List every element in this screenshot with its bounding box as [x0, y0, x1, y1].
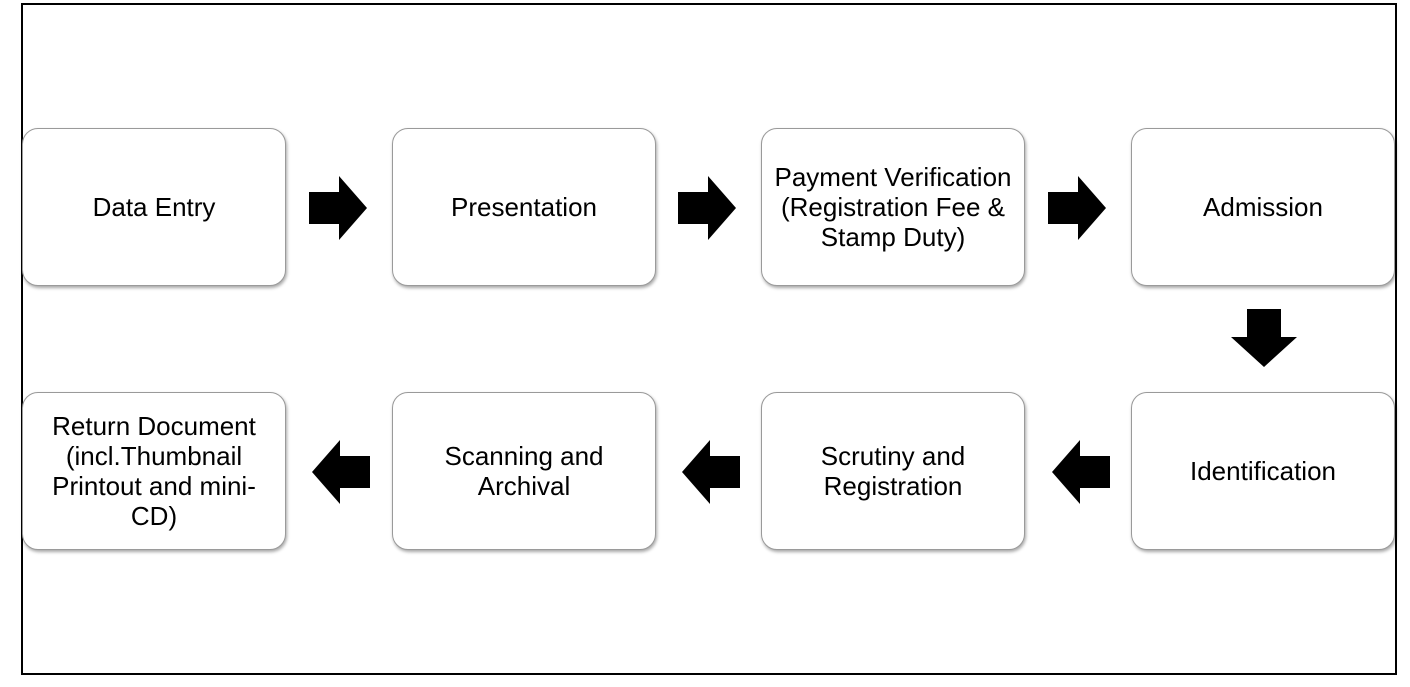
- step-label: Scrutiny and Registration: [820, 441, 966, 501]
- step-data-entry: Data Entry: [22, 128, 286, 286]
- arrow-shape: [1052, 440, 1110, 504]
- step-scanning-archival: Scanning and Archival: [392, 392, 656, 550]
- step-identification: Identification: [1131, 392, 1395, 550]
- step-label: Data Entry: [92, 192, 216, 222]
- arrow-shape: [1048, 176, 1106, 240]
- arrow-left-icon: [1052, 440, 1110, 504]
- arrow-left-icon: [682, 440, 740, 504]
- arrow-shape: [678, 176, 736, 240]
- step-label: Presentation: [451, 192, 597, 222]
- diagram-frame: [21, 3, 1397, 675]
- arrow-down-icon: [1231, 309, 1297, 367]
- step-presentation: Presentation: [392, 128, 656, 286]
- arrow-shape: [1231, 309, 1297, 367]
- arrow-right-icon: [678, 176, 736, 240]
- step-admission: Admission: [1131, 128, 1395, 286]
- arrow-shape: [682, 440, 740, 504]
- arrow-shape: [312, 440, 370, 504]
- step-label: Payment Verification (Registration Fee &…: [774, 162, 1012, 252]
- step-scrutiny-registration: Scrutiny and Registration: [761, 392, 1025, 550]
- arrow-right-icon: [309, 176, 367, 240]
- arrow-shape: [309, 176, 367, 240]
- step-label: Return Document (incl.Thumbnail Printout…: [52, 411, 256, 531]
- arrow-left-icon: [312, 440, 370, 504]
- step-return-document: Return Document (incl.Thumbnail Printout…: [22, 392, 286, 550]
- arrow-right-icon: [1048, 176, 1106, 240]
- step-label: Identification: [1190, 456, 1336, 486]
- step-label: Admission: [1203, 192, 1323, 222]
- step-label: Scanning and Archival: [444, 441, 604, 501]
- step-payment-verification: Payment Verification (Registration Fee &…: [761, 128, 1025, 286]
